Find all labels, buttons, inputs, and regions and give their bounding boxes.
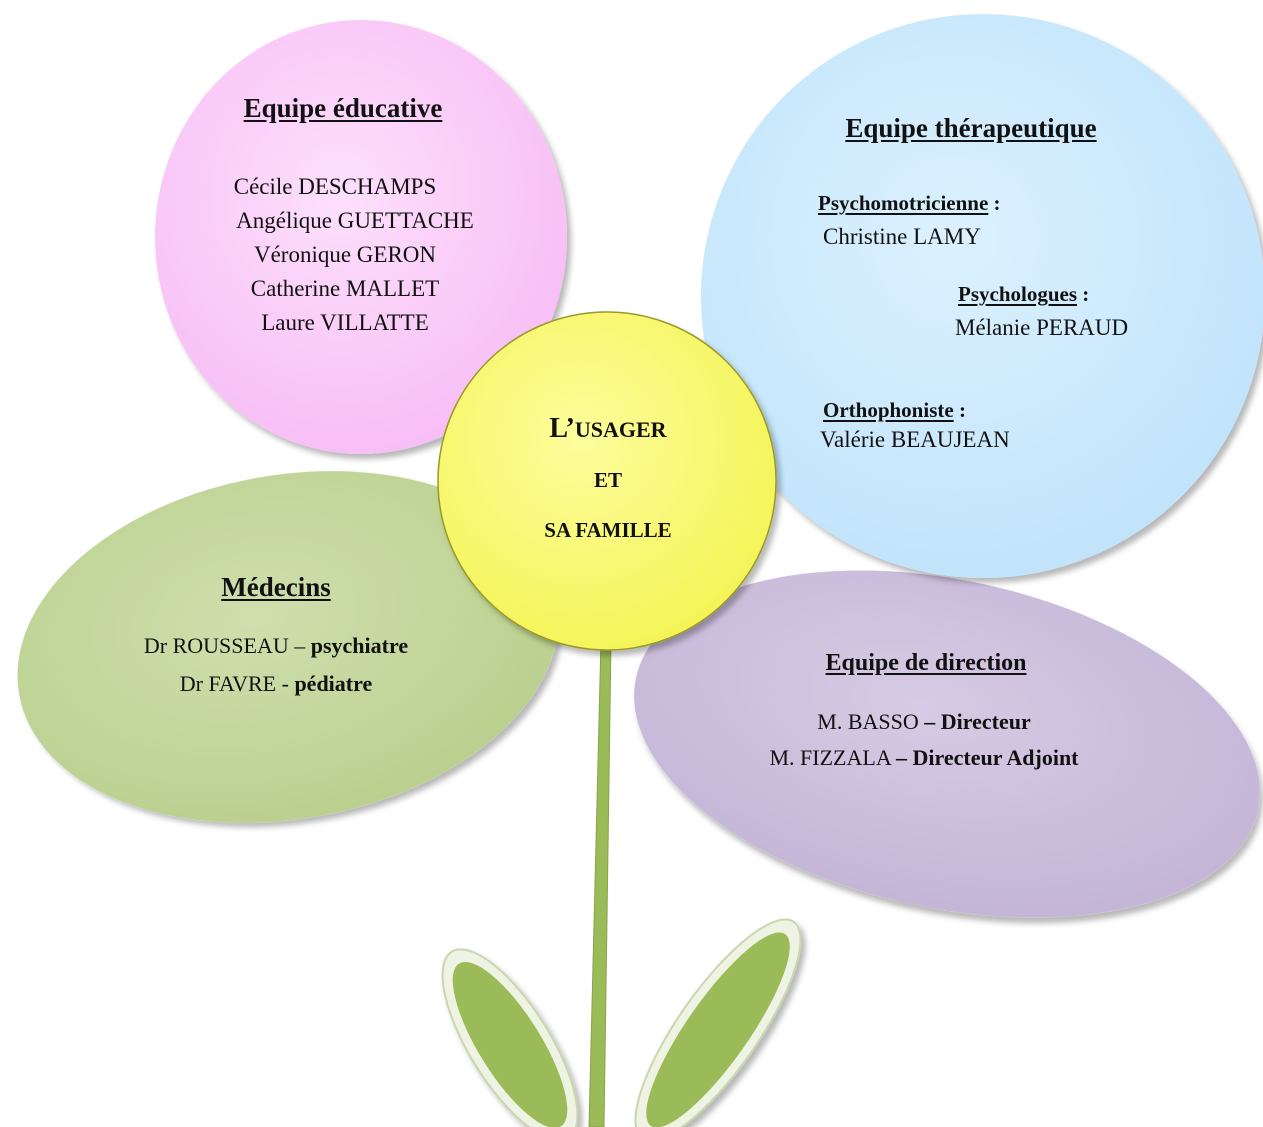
right-leaf xyxy=(634,918,802,1127)
orthophoniste-name: Valérie BEAUJEAN xyxy=(820,427,1010,452)
stem xyxy=(588,639,612,1127)
direction-line: M. FIZZALA – Directeur Adjoint xyxy=(769,745,1079,770)
member-name: Cécile DESCHAMPS xyxy=(233,174,437,199)
petal-therapeutique xyxy=(701,14,1263,578)
direction-line: M. BASSO – Directeur xyxy=(817,709,1031,734)
member-name: Angélique GUETTACHE xyxy=(236,208,474,233)
orthophoniste-label: Orthophoniste : xyxy=(823,398,966,422)
member-name: Catherine MALLET xyxy=(250,276,440,301)
petal-direction xyxy=(634,570,1260,918)
petal-educative xyxy=(155,20,567,454)
educative-title: Equipe éducative xyxy=(243,93,443,123)
educative-members: Cécile DESCHAMPS Angélique GUETTACHE Vér… xyxy=(226,170,474,340)
center-line-et: ET xyxy=(593,468,623,492)
center-circle xyxy=(437,311,777,651)
psychomotricienne-label: Psychomotricienne : xyxy=(818,191,1001,215)
psychologues-name: Mélanie PERAUD xyxy=(955,315,1129,340)
psychomotricienne-name: Christine LAMY xyxy=(823,224,981,249)
member-name: Laure VILLATTE xyxy=(261,310,429,335)
direction-title: Equipe de direction xyxy=(825,650,1027,676)
psychologues-label: Psychologues : xyxy=(958,282,1090,306)
medecin-line: Dr FAVRE - pédiatre xyxy=(179,671,373,696)
center-line-usager: L’USAGER xyxy=(549,413,667,444)
center-label: L’USAGER ET SA FAMILLE xyxy=(544,404,671,555)
petal-medecins xyxy=(17,471,559,823)
left-leaf xyxy=(441,948,579,1127)
medecins-title: Médecins xyxy=(221,572,331,602)
center-line-famille: SA FAMILLE xyxy=(544,518,672,542)
medecin-line: Dr ROUSSEAU – psychiatre xyxy=(143,633,409,658)
therapeutique-title: Equipe thérapeutique xyxy=(845,113,1097,143)
member-name: Véronique GERON xyxy=(253,242,437,267)
